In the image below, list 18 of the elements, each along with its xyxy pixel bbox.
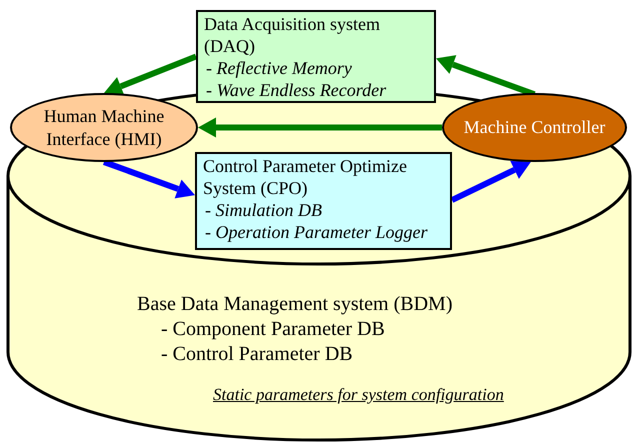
- node-label: Machine Controller: [462, 116, 606, 139]
- arrow: [198, 118, 442, 138]
- list-item: - Operation Parameter Logger: [204, 221, 428, 243]
- list-item: - Control Parameter DB: [161, 342, 353, 367]
- arrow: [102, 159, 195, 198]
- box-heading: Control Parameter Optimize System (CPO): [203, 155, 408, 199]
- list-item: - Component Parameter DB: [161, 317, 385, 342]
- list-item: - Simulation DB: [204, 199, 323, 221]
- system-box: [195, 152, 452, 250]
- arrow: [450, 160, 531, 203]
- note-text: Static parameters for system configuration: [213, 384, 504, 405]
- list-item: - Reflective Memory: [205, 57, 353, 79]
- box-heading: Data Acquisition system (DAQ): [204, 13, 381, 57]
- database-title: Base Data Management system (BDM): [137, 292, 452, 317]
- system-box: [196, 10, 436, 103]
- arrow: [104, 54, 198, 96]
- node-label: Human Machine Interface (HMI): [42, 104, 166, 150]
- list-item: - Wave Endless Recorder: [205, 79, 388, 101]
